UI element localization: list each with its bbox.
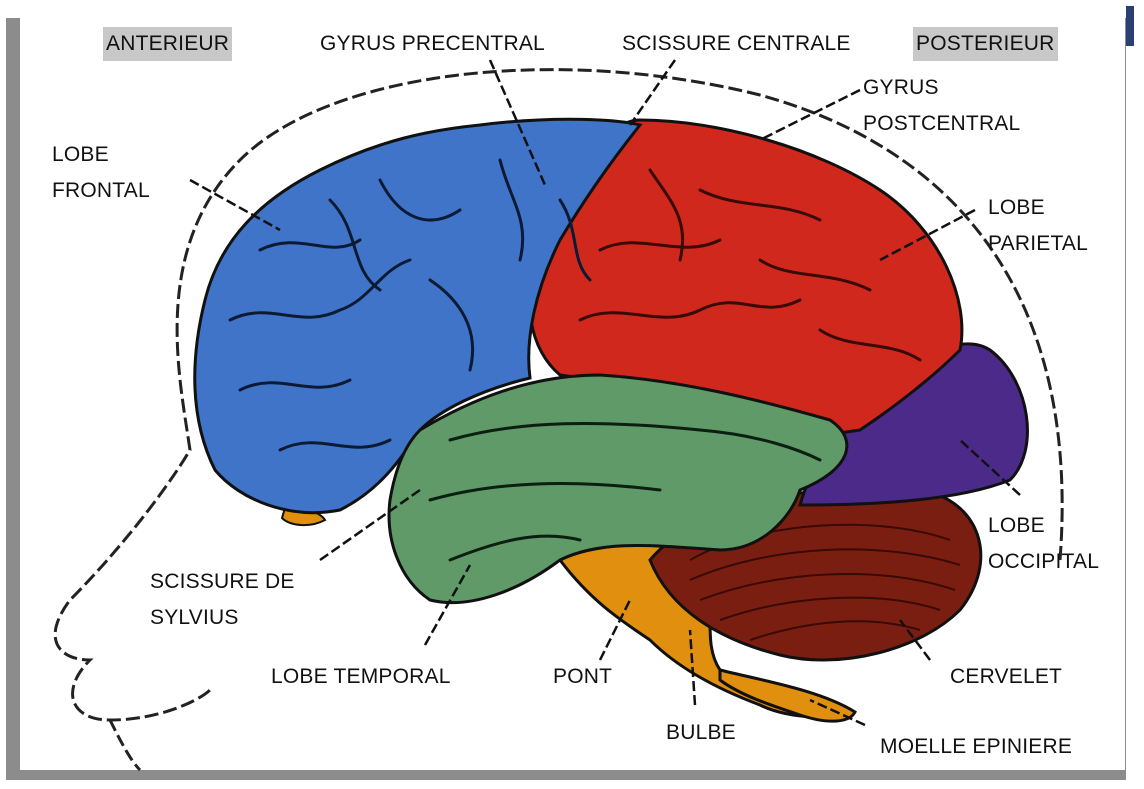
label-gyrus-postcentral: GYRUS POSTCENTRAL: [863, 70, 1020, 142]
label-lobe-frontal: LOBE FRONTAL: [52, 137, 150, 209]
label-scissure-de-sylvius: SCISSURE DE SYLVIUS: [150, 564, 295, 636]
label-pont: PONT: [553, 660, 612, 694]
label-moelle-epiniere: MOELLE EPINIERE: [880, 730, 1072, 764]
label-scissure-centrale: SCISSURE CENTRALE: [622, 27, 851, 61]
label-bulbe: BULBE: [666, 716, 736, 750]
label-lobe-parietal: LOBE PARIETAL: [988, 190, 1088, 262]
label-lobe-occipital: LOBE OCCIPITAL: [988, 508, 1099, 580]
label-lobe-temporal: LOBE TEMPORAL: [271, 660, 451, 694]
label-posterieur: POSTERIEUR: [913, 27, 1058, 61]
label-gyrus-precentral: GYRUS PRECENTRAL: [320, 27, 545, 61]
label-cervelet: CERVELET: [950, 660, 1062, 694]
label-anterieur: ANTERIEUR: [103, 27, 232, 61]
